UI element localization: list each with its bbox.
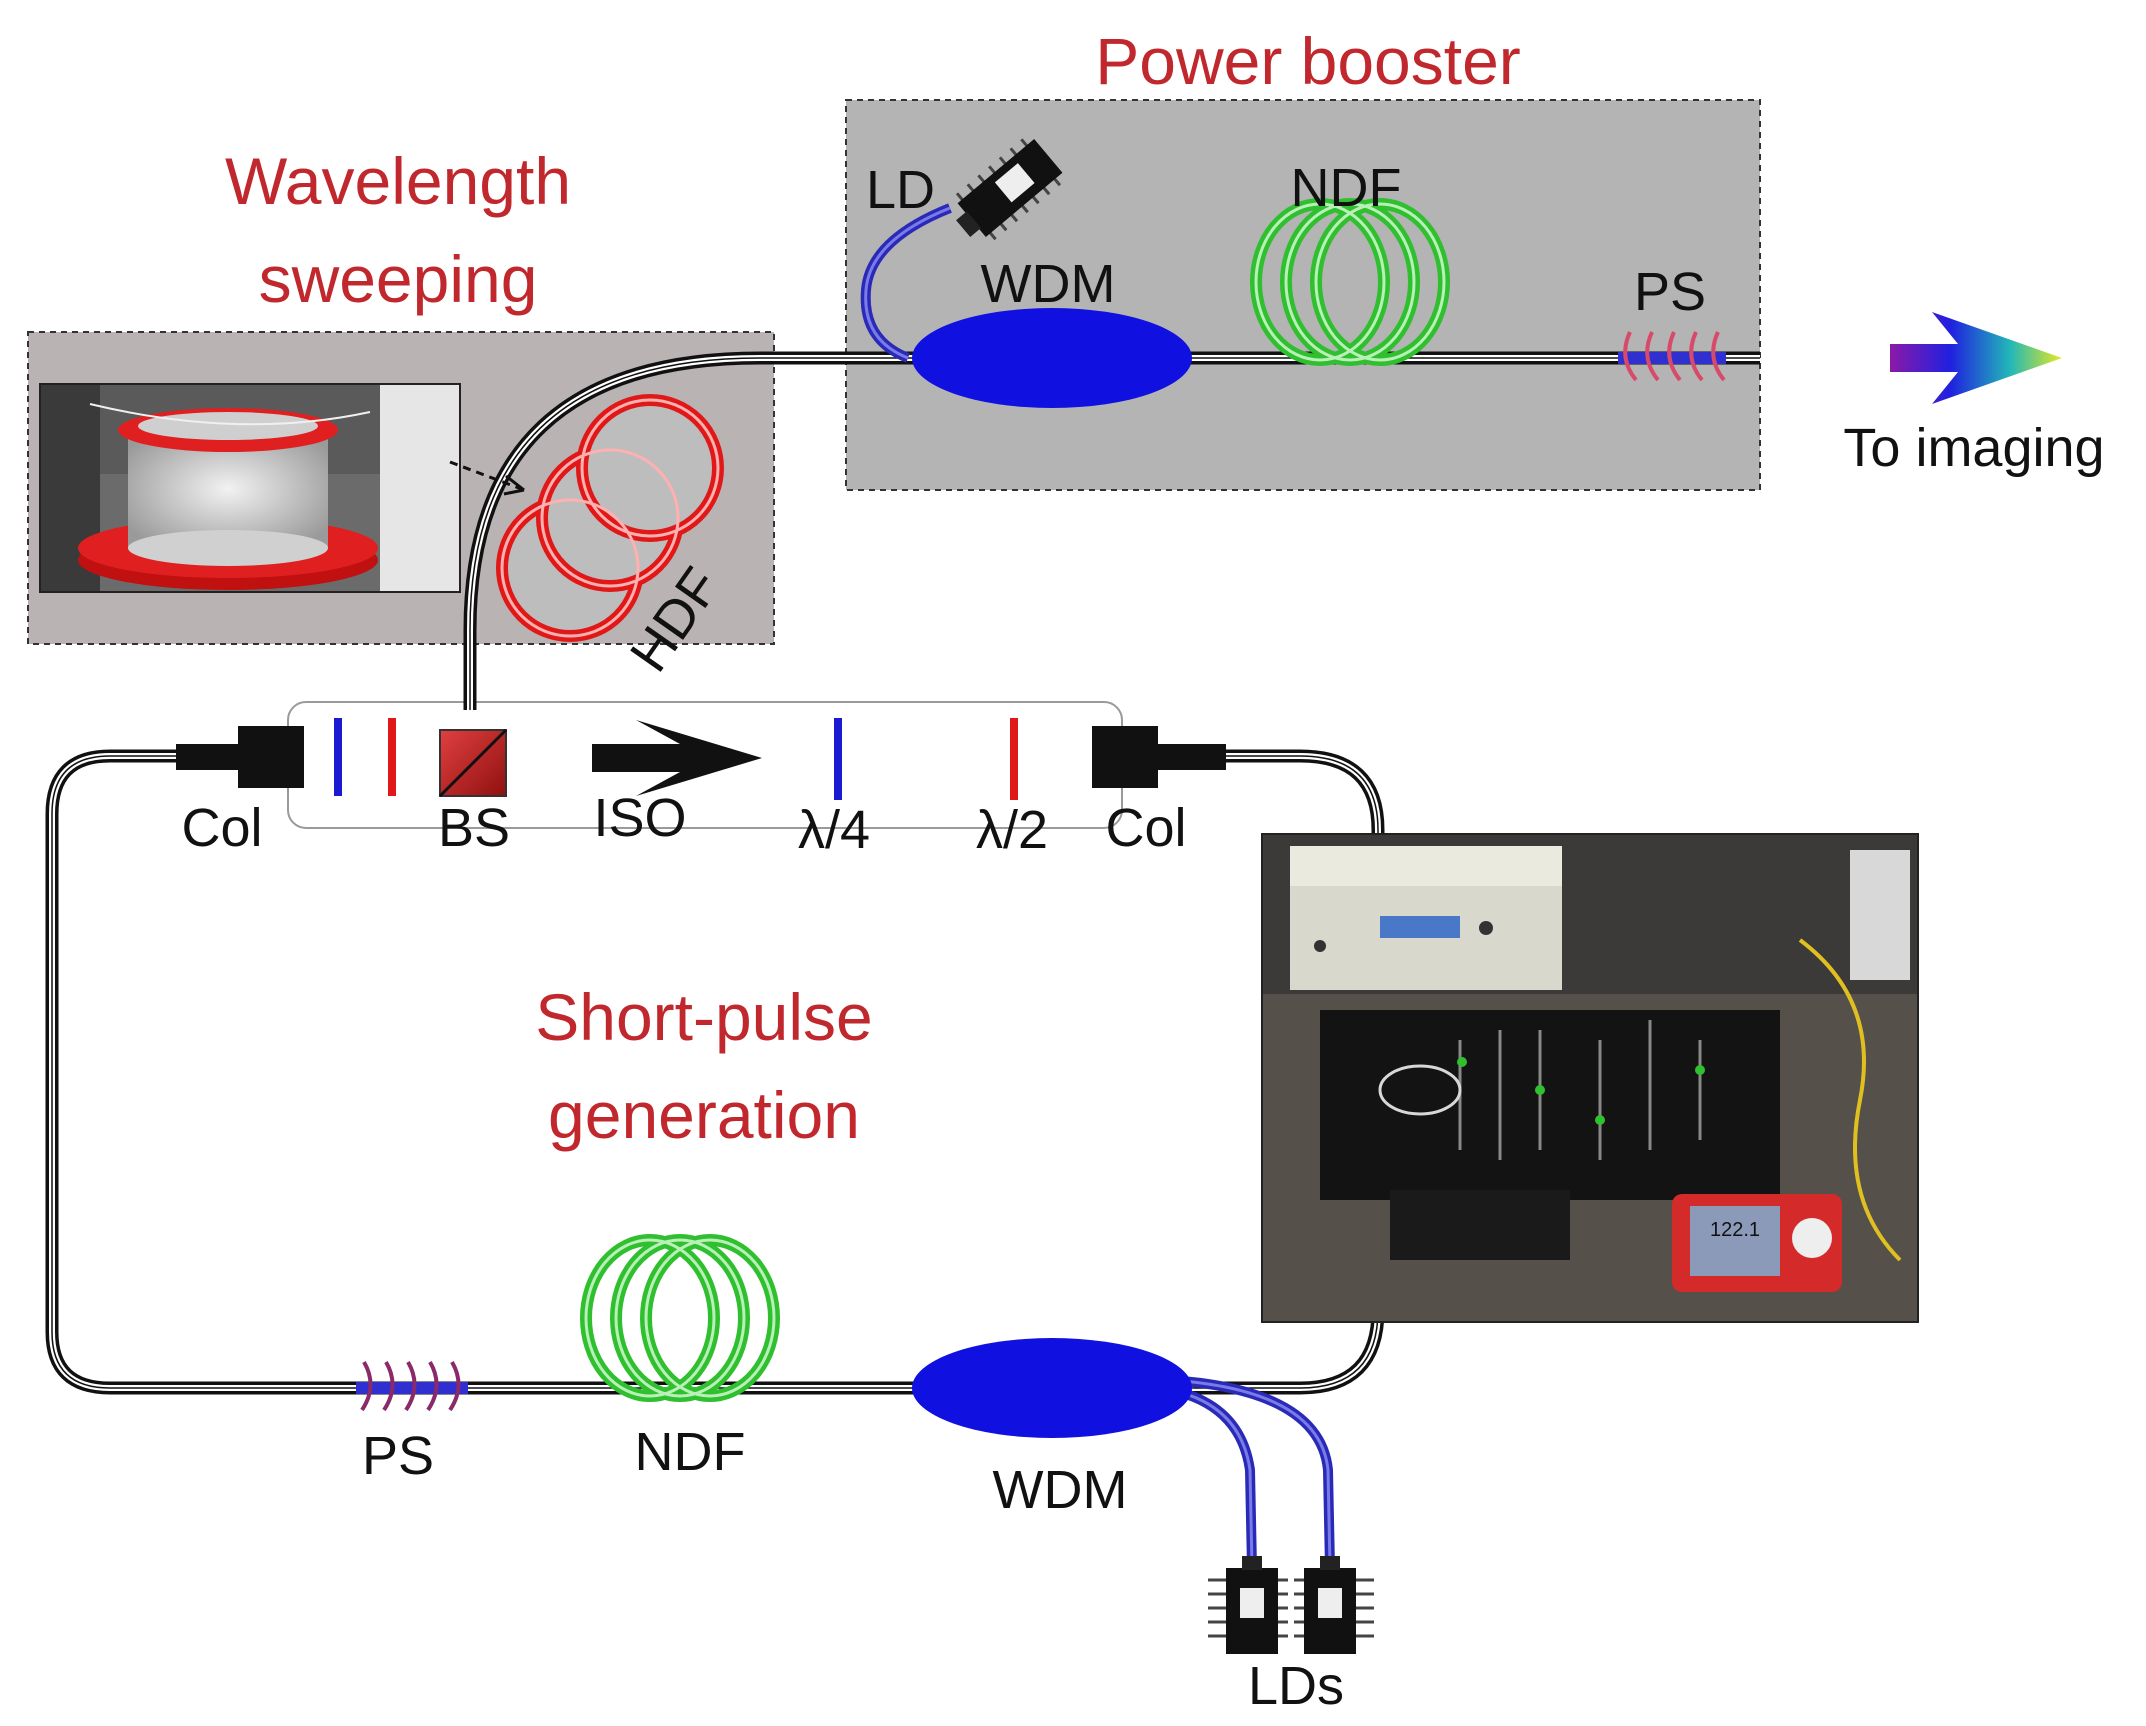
bs-label: BS — [438, 798, 510, 858]
wavelength-sweeping-title-line1: Wavelength — [225, 144, 571, 218]
wdm-bottom — [912, 1338, 1192, 1438]
ndf-bottom-label: NDF — [635, 1422, 746, 1482]
wdm-top-label: WDM — [981, 254, 1116, 314]
collimator-left — [176, 726, 304, 788]
hdf-coil — [496, 394, 724, 642]
beam-splitter — [438, 728, 508, 798]
quarter-waveplate — [834, 718, 842, 800]
qwp-label: λ/4 — [798, 800, 870, 860]
output-arrow-icon — [1890, 312, 2062, 404]
col-left-label: Col — [181, 798, 262, 858]
ps-bottom-label: PS — [362, 1426, 434, 1486]
laser-diode-icon — [955, 138, 1063, 241]
lds-label: LDs — [1248, 1656, 1344, 1716]
fiber-paths — [45, 351, 1760, 1395]
meter-reading: 122.1 — [1710, 1219, 1760, 1241]
wdm-top — [912, 308, 1192, 408]
laser-diode-icon — [1294, 1556, 1374, 1654]
col-right-label: Col — [1105, 798, 1186, 858]
wdm-bottom-label: WDM — [993, 1460, 1128, 1520]
ps-top — [1618, 331, 1726, 382]
iso-label: ISO — [593, 788, 686, 848]
ld-label: LD — [866, 160, 935, 220]
to-imaging-label: To imaging — [1843, 418, 2104, 478]
ps-top-label: PS — [1634, 262, 1706, 322]
collimator-right — [1092, 726, 1226, 788]
laser-diode-icon — [1208, 1556, 1288, 1654]
ndf-top-label: NDF — [1291, 158, 1402, 218]
ndf-coil-top — [1250, 198, 1450, 366]
waveplate-red — [388, 718, 396, 796]
ndf-coil-bottom — [580, 1234, 780, 1402]
half-waveplate — [1010, 718, 1018, 800]
wavelength-sweeping-title-line2: sweeping — [259, 242, 538, 316]
ps-bottom — [356, 1360, 468, 1412]
waveplate-blue — [334, 718, 342, 796]
fiber-spool-photo — [39, 383, 461, 593]
hwp-label: λ/2 — [976, 800, 1048, 860]
power-booster-title: Power booster — [1095, 24, 1521, 98]
isolator-arrow-icon — [592, 720, 762, 796]
lab-setup-photo: 122.1 — [1261, 833, 1919, 1323]
power-booster-panel — [845, 99, 1761, 491]
short-pulse-title-line1: Short-pulse — [535, 980, 873, 1054]
short-pulse-title-line2: generation — [548, 1078, 860, 1152]
